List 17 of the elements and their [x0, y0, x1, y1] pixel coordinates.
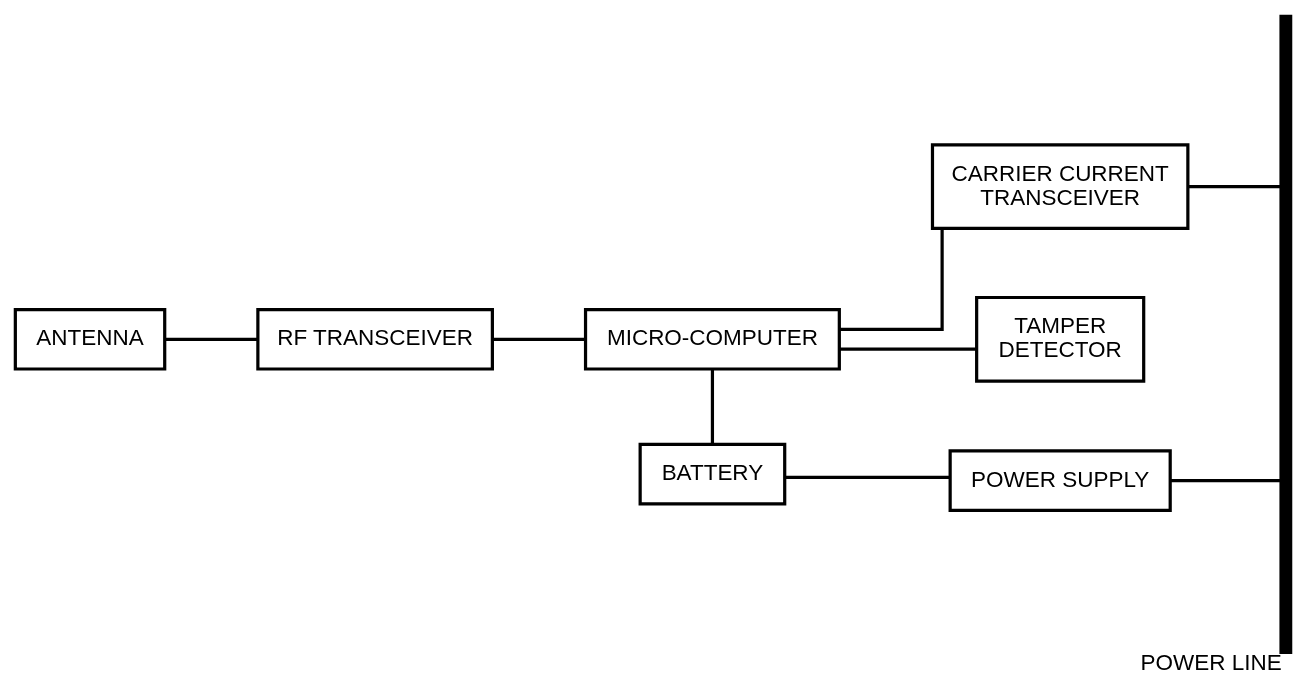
connector	[1188, 184, 1281, 188]
node-box: TAMPER DETECTOR	[975, 295, 1146, 383]
node-bar	[1279, 14, 1293, 654]
node-label: POWER LINE	[1140, 649, 1282, 675]
connector	[164, 337, 258, 341]
connector	[492, 337, 585, 341]
node-box: ANTENNA	[13, 307, 167, 371]
node-box: MICRO-COMPUTER	[583, 307, 841, 371]
node-box: POWER SUPPLY	[948, 448, 1172, 512]
node-box: BATTERY	[638, 442, 787, 505]
connector	[839, 228, 944, 331]
node-box: RF TRANSCEIVER	[256, 307, 494, 371]
connector	[710, 368, 715, 444]
connector	[1170, 478, 1281, 482]
node-box: CARRIER CURRENT TRANSCEIVER	[930, 142, 1190, 230]
connector	[839, 347, 977, 351]
connector	[784, 475, 951, 479]
